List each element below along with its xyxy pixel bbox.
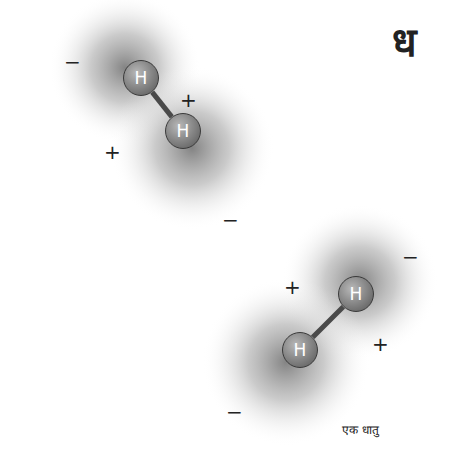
- covalent-bond: [313, 307, 344, 338]
- atom-symbol: H: [177, 123, 190, 140]
- hydrogen-atom: H: [338, 276, 374, 312]
- charge-sign: −: [222, 210, 239, 230]
- atom-symbol: H: [135, 70, 148, 87]
- hydrogen-atom: H: [165, 113, 201, 149]
- charge-sign: −: [64, 52, 81, 72]
- covalent-bond: [152, 92, 172, 117]
- charge-sign: +: [104, 142, 121, 162]
- atom-symbol: H: [294, 342, 307, 359]
- charge-sign: +: [180, 90, 197, 110]
- charge-sign: +: [284, 277, 301, 297]
- charge-sign: −: [402, 247, 419, 267]
- caption-fragment: एक धातु: [342, 424, 379, 436]
- charge-sign: −: [226, 402, 243, 422]
- heading-fragment: ध: [392, 22, 417, 62]
- hydrogen-atom: H: [123, 60, 159, 96]
- atom-symbol: H: [350, 286, 363, 303]
- hydrogen-atom: H: [282, 332, 318, 368]
- charge-sign: +: [372, 334, 389, 354]
